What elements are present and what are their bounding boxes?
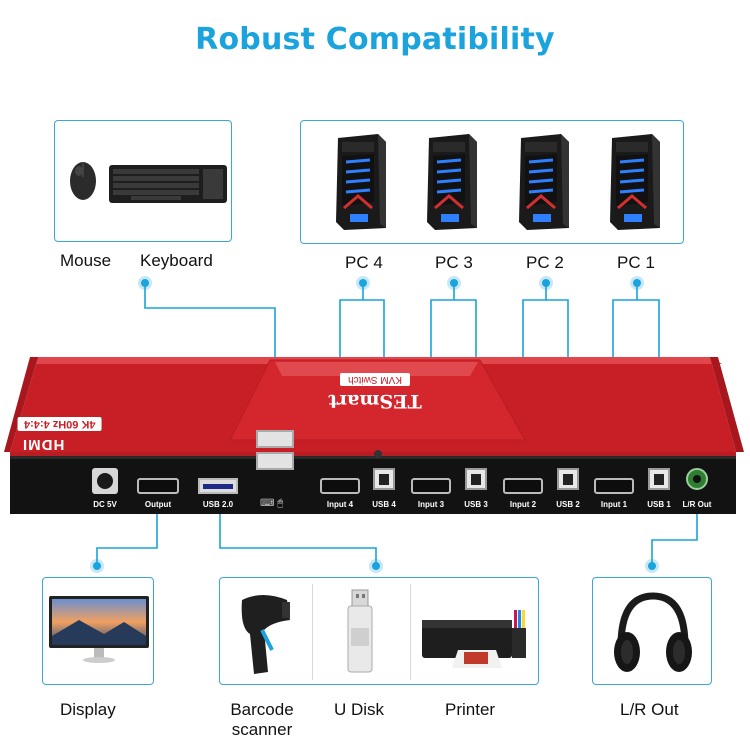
page-title: Robust Compatibility <box>195 22 555 57</box>
label-display: Display <box>60 700 116 719</box>
usb1-port <box>648 468 670 490</box>
line-lrout <box>651 492 698 566</box>
pc4-tower-icon <box>336 134 386 230</box>
monitor-icon <box>49 596 149 663</box>
label-pc2: PC 2 <box>526 253 564 272</box>
label-input4: Input 4 <box>326 500 354 509</box>
label-usb4: USB 4 <box>372 500 396 509</box>
badge-4k: 4K 60Hz 4:4:4 <box>18 417 102 431</box>
label-pc4: PC 4 <box>345 253 383 272</box>
label-printer: Printer <box>445 700 496 719</box>
usb3-port <box>465 468 487 490</box>
label-barcode: Barcode scanner <box>230 700 294 739</box>
usb20-port <box>198 478 238 494</box>
headphones-icon <box>614 592 692 672</box>
dc-port <box>92 468 118 494</box>
label-dc: DC 5V <box>93 500 117 509</box>
audio-out-port <box>686 468 708 490</box>
display-box <box>42 577 154 685</box>
label-output: Output <box>144 500 172 509</box>
label-pc3: PC 3 <box>435 253 473 272</box>
hdmi-logo: HDMI <box>22 436 65 453</box>
usb-keyboard-port <box>256 430 294 448</box>
label-pc1: PC 1 <box>617 253 655 272</box>
model-name: KVM Switch <box>340 373 410 386</box>
pc3-tower-icon <box>427 134 477 230</box>
hdmi-output-port <box>137 478 179 494</box>
label-usb3: USB 3 <box>464 500 488 509</box>
usb-peripherals-box <box>219 577 539 685</box>
pc2-tower-icon <box>519 134 569 230</box>
mouse-icon <box>70 162 96 200</box>
usb-mouse-port <box>256 452 294 470</box>
label-udisk: U Disk <box>334 700 385 719</box>
keyboard-icon <box>109 165 227 203</box>
audio-box <box>592 577 712 685</box>
label-input2: Input 2 <box>509 500 537 509</box>
kvm-device <box>4 357 744 514</box>
label-lrout: L/R Out <box>620 700 679 719</box>
usb4-port <box>373 468 395 490</box>
kbm-glyph-icon: ⌨ 🖱 <box>260 498 284 509</box>
hdmi-input3-port <box>411 478 451 494</box>
label-input3: Input 3 <box>417 500 445 509</box>
hdmi-input4-port <box>320 478 360 494</box>
barcode-scanner-icon <box>241 595 290 674</box>
line-display <box>96 495 158 566</box>
hdmi-input2-port <box>503 478 543 494</box>
input-devices-box <box>54 120 232 242</box>
printer-icon <box>422 610 526 668</box>
line-usb20 <box>219 495 377 566</box>
label-usb20: USB 2.0 <box>202 500 234 509</box>
usb2-port <box>557 468 579 490</box>
label-input1: Input 1 <box>600 500 628 509</box>
label-lr: L/R Out <box>682 500 712 509</box>
hdmi-input1-port <box>594 478 634 494</box>
brand-name: TESmart <box>328 390 422 412</box>
label-usb2: USB 2 <box>556 500 580 509</box>
label-keyboard: Keyboard <box>140 251 213 270</box>
usb-disk-icon <box>347 589 373 673</box>
pc1-tower-icon <box>610 134 660 230</box>
label-mouse: Mouse <box>60 251 112 270</box>
label-usb1: USB 1 <box>647 500 671 509</box>
